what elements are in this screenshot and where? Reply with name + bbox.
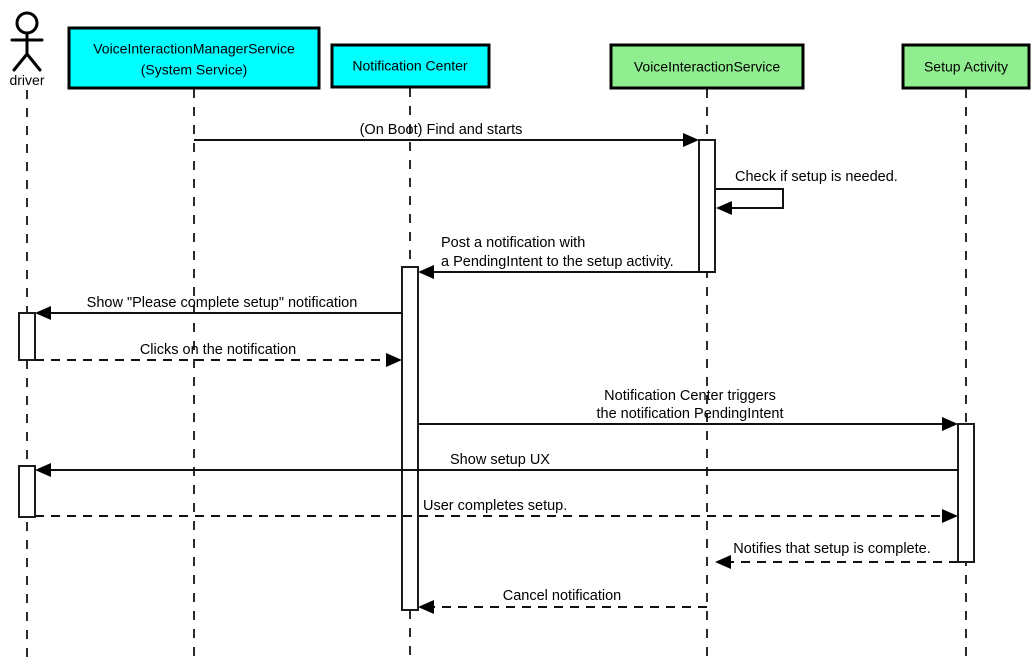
arrow-head-m5 (386, 353, 402, 367)
message-label-m9: Notifies that setup is complete. (733, 541, 930, 557)
message-on-boot-find-and-starts[interactable]: (On Boot) Find and starts (194, 122, 699, 147)
arrow-head-m10 (418, 600, 434, 614)
participant-box-vims[interactable]: VoiceInteractionManagerService (System S… (67, 26, 321, 90)
message-label-m7: Show setup UX (450, 452, 550, 468)
activation-driver-second (18, 465, 36, 518)
message-label-m8: User completes setup. (423, 498, 567, 514)
actor-leg-left-icon (12, 52, 29, 72)
participant-label-vims-line2: (System Service) (141, 62, 248, 78)
activation-driver-first (18, 312, 36, 361)
message-label-m6-line1: Notification Center triggers (604, 388, 776, 404)
message-cancel-notification[interactable]: Cancel notification (418, 588, 707, 614)
participant-rect-notification-center (330, 43, 491, 89)
participant-box-setup-activity[interactable]: Setup Activity (901, 43, 1031, 90)
message-label-m5: Clicks on the notification (140, 342, 296, 358)
arrow-head-m4 (35, 306, 51, 320)
activation-setup-activity (957, 423, 975, 563)
message-label-m4: Show "Please complete setup" notificatio… (87, 295, 358, 311)
message-show-please-complete-setup-notification[interactable]: Show "Please complete setup" notificatio… (35, 295, 402, 320)
message-label-m3-line1: Post a notification with (441, 235, 585, 251)
message-label-m3-line2: a PendingIntent to the setup activity. (441, 254, 674, 270)
arrow-head-m1 (683, 133, 699, 147)
arrow-head-m7 (35, 463, 51, 477)
message-line-m2 (715, 188, 784, 209)
activation-voice-interaction-service (698, 139, 716, 273)
message-clicks-on-the-notification[interactable]: Clicks on the notification (35, 342, 402, 367)
participant-actor-driver[interactable]: driver (9, 11, 45, 88)
participant-label-notification-center: Notification Center (352, 58, 468, 74)
message-show-setup-ux[interactable]: Show setup UX (35, 452, 958, 477)
arrow-head-m2 (716, 201, 732, 215)
arrow-head-m9 (715, 555, 731, 569)
message-label-m10: Cancel notification (503, 588, 622, 604)
arrow-head-m8 (942, 509, 958, 523)
arrow-head-m3 (418, 265, 434, 279)
participant-rect-voice-interaction-service (609, 43, 805, 90)
message-user-completes-setup[interactable]: User completes setup. (35, 498, 958, 523)
message-post-a-notification[interactable]: Post a notification with a PendingIntent… (418, 235, 714, 279)
message-label-m1: (On Boot) Find and starts (360, 122, 523, 138)
message-notifies-that-setup-is-complete[interactable]: Notifies that setup is complete. (715, 541, 958, 569)
participant-box-voice-interaction-service[interactable]: VoiceInteractionService (609, 43, 805, 90)
participant-label-driver: driver (9, 72, 44, 88)
participant-label-setup-activity: Setup Activity (924, 59, 1008, 75)
participant-label-vims-line1: VoiceInteractionManagerService (93, 41, 295, 57)
message-label-m6-line2: the notification PendingIntent (596, 406, 783, 422)
participant-label-voice-interaction-service: VoiceInteractionService (634, 59, 781, 75)
message-check-if-setup-is-needed[interactable]: Check if setup is needed. (715, 169, 898, 215)
activation-bars (18, 139, 975, 611)
message-notification-center-triggers-pendingintent[interactable]: Notification Center triggers the notific… (418, 388, 958, 431)
actor-head-icon (15, 11, 39, 35)
arrow-head-m6 (942, 417, 958, 431)
message-label-m2: Check if setup is needed. (735, 169, 898, 185)
actor-leg-right-icon (25, 52, 42, 72)
participant-box-notification-center[interactable]: Notification Center (330, 43, 491, 89)
participant-rect-vims (67, 26, 321, 90)
participant-rect-setup-activity (901, 43, 1031, 90)
activation-notification-center (401, 266, 419, 611)
